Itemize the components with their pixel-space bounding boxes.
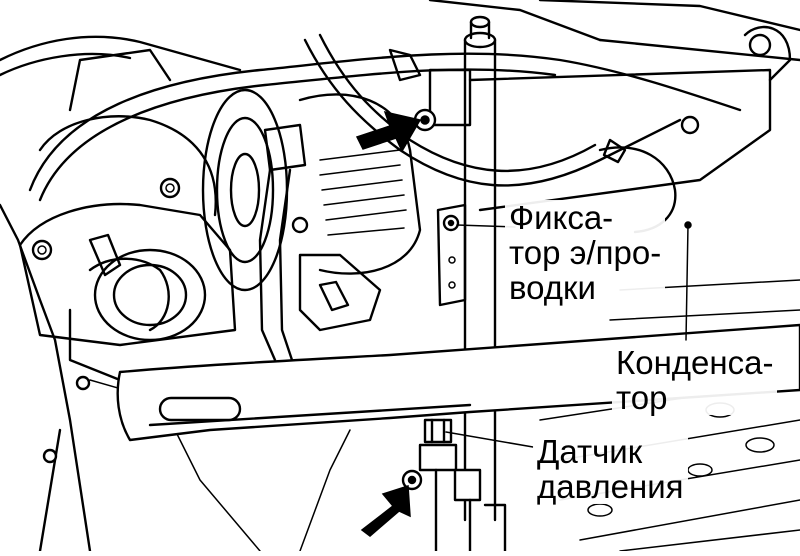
wire-clip-label-line3: водки (509, 269, 596, 306)
wire-clip-label-line1: Фикса- (509, 199, 614, 236)
pressure-sensor-label: Датчик давления (533, 434, 688, 504)
pressure-sensor-leader (445, 431, 534, 448)
wiring-harness (28, 33, 742, 362)
condenser-label: Конденса- тор (612, 344, 778, 416)
wire-clip-label-line2: тор э/про- (509, 234, 662, 271)
condenser-label-line2: тор (616, 379, 668, 416)
upper-bracket (413, 68, 472, 132)
wire-clip-label: Фикса- тор э/про- водки (505, 199, 666, 306)
engine-block (18, 48, 237, 464)
condenser-core (468, 25, 792, 234)
pressure-sensor-label-line1: Датчик (537, 433, 643, 470)
condenser-label-line1: Конденса- (616, 344, 774, 381)
pointer-arrow-icon (360, 484, 411, 537)
pointer-arrow-icon (355, 110, 422, 153)
pressure-sensor-fitting (299, 418, 507, 553)
condenser-leader (685, 224, 689, 341)
beam-slot (158, 396, 242, 422)
alternator (201, 88, 422, 332)
pressure-sensor-label-line2: давления (537, 468, 684, 505)
